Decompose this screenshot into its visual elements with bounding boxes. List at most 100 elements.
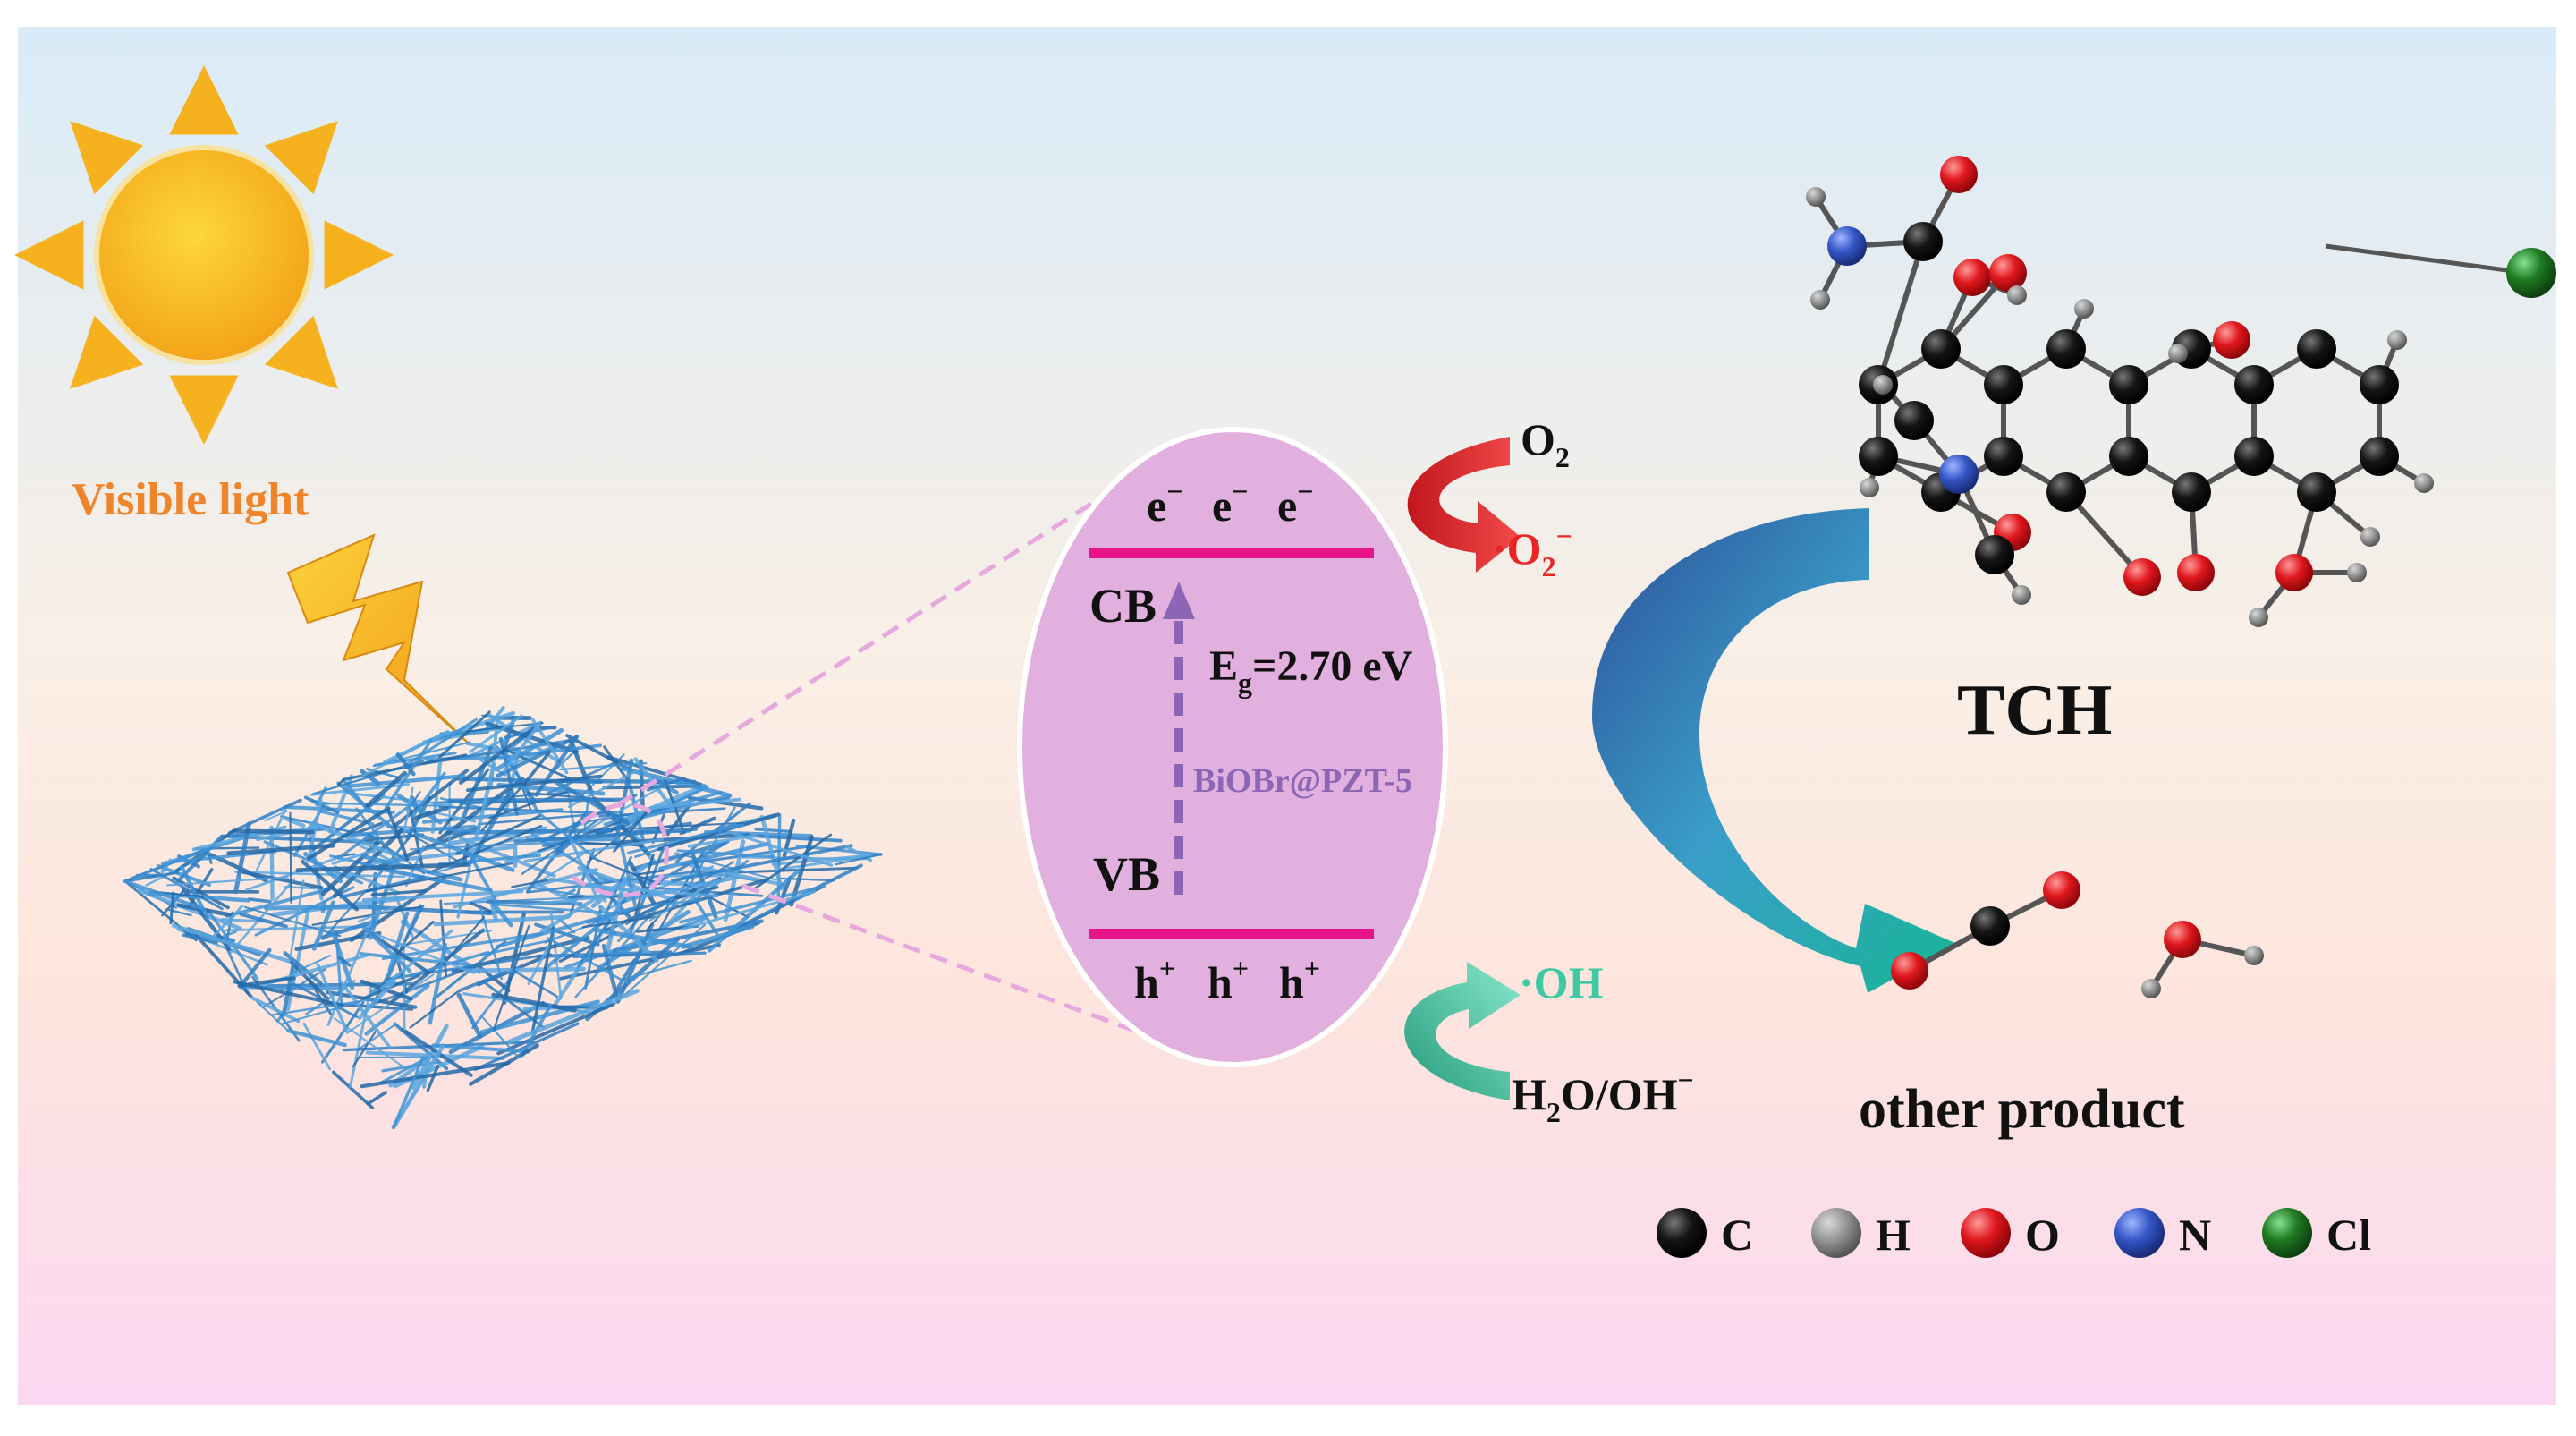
- tch-atom-h: [2360, 527, 2380, 547]
- tch-atom-h: [1860, 478, 1879, 497]
- tch-atom-c: [2234, 437, 2274, 476]
- band-gap-value: =2.70 eV: [1252, 642, 1413, 690]
- sun-icon: [14, 65, 394, 445]
- legend-swatch-o: [1961, 1208, 2011, 1258]
- tch-atom-c: [1921, 329, 1961, 369]
- nanofiber-strand: [467, 969, 584, 971]
- tch-atom-c: [2360, 437, 2399, 476]
- legend-label-h: H: [1876, 1210, 1911, 1260]
- legend-label-cl: Cl: [2326, 1210, 2371, 1260]
- tch-atom-c: [1984, 365, 2023, 404]
- tch-atom-h: [2347, 563, 2367, 582]
- tch-atom-o: [2123, 558, 2161, 596]
- tch-atom-c: [2360, 365, 2399, 404]
- vb-label: VB: [1093, 847, 1160, 901]
- tch-atom-n: [1827, 226, 1867, 266]
- tch-atom-h: [2168, 344, 2188, 363]
- nanofiber-strand: [449, 800, 621, 801]
- legend-label-o: O: [2025, 1210, 2060, 1260]
- nanofiber-strand: [323, 903, 325, 912]
- legend-swatch-h: [1811, 1208, 1861, 1258]
- tch-atom-h: [1873, 375, 1893, 395]
- material-label: BiOBr@PZT-5: [1193, 762, 1412, 800]
- tch-atom-c: [2046, 472, 2086, 512]
- tch-atom-n: [1939, 455, 1979, 494]
- electron-2: e: [1212, 480, 1232, 531]
- tch-atom-h: [1810, 290, 1830, 310]
- tch-atom-c: [1859, 437, 1898, 476]
- hydroxyl-label: ·OH: [1519, 957, 1604, 1007]
- oxygen-symbol: O: [1521, 414, 1555, 464]
- superoxide-subscript: 2: [1542, 550, 1556, 582]
- tch-atom-c: [2172, 472, 2211, 512]
- water-hydroxide-label: H2O/OH−: [1512, 1064, 1694, 1128]
- tch-atom-h: [2387, 330, 2407, 350]
- hole-1-charge: +: [1159, 952, 1175, 984]
- tch-atom-c: [2109, 365, 2148, 404]
- tch-atom-c: [1903, 222, 1943, 261]
- legend-swatch-c: [1657, 1208, 1707, 1258]
- legend-swatch-n: [2114, 1208, 2165, 1258]
- water-rest: O/OH: [1561, 1069, 1678, 1119]
- tch-atom-h: [2074, 299, 2094, 319]
- electron-1-charge: −: [1166, 475, 1182, 507]
- tch-atom-c: [2109, 437, 2148, 476]
- legend-swatch-cl: [2262, 1208, 2312, 1258]
- tch-atom-c: [1894, 401, 1934, 440]
- band-gap-subscript: g: [1238, 667, 1252, 699]
- hole-1: h: [1134, 957, 1159, 1007]
- co2-atom-c: [1970, 906, 2010, 946]
- oxygen-subscript: 2: [1555, 441, 1570, 473]
- tch-atom-h: [1806, 187, 1826, 207]
- valence-band-line: [1089, 929, 1374, 939]
- electron-3-charge: −: [1297, 475, 1313, 507]
- tch-atom-c: [2046, 329, 2086, 369]
- tch-atom-c: [2297, 329, 2336, 369]
- nanofiber-strand: [291, 813, 292, 903]
- tch-atom-c: [2297, 472, 2336, 512]
- visible-light-label: Visible light: [72, 474, 309, 525]
- cb-label: CB: [1089, 579, 1157, 633]
- tch-atom-h: [2012, 585, 2031, 605]
- water-atom-h: [2244, 946, 2264, 965]
- tch-atom-c: [1984, 437, 2023, 476]
- co2-atom-o: [2043, 871, 2080, 909]
- co2-atom-o: [1891, 952, 1928, 990]
- water-subscript: 2: [1546, 1096, 1561, 1128]
- tch-atom-h: [2414, 473, 2434, 493]
- water-atom-h: [2141, 979, 2161, 998]
- superoxide-charge: −: [1556, 520, 1572, 552]
- electron-3: e: [1277, 480, 1297, 531]
- water-atom-o: [2164, 921, 2201, 958]
- legend-label-n: N: [2179, 1210, 2211, 1260]
- hole-3-charge: +: [1304, 952, 1320, 984]
- legend-label-c: C: [1721, 1210, 1753, 1260]
- tch-atom-o: [2275, 554, 2313, 591]
- tch-atom-o: [1953, 259, 1991, 296]
- tch-atom-o: [2177, 554, 2215, 591]
- conduction-band-line: [1089, 548, 1374, 558]
- tch-atom-o: [1989, 254, 2027, 292]
- other-product-label: other product: [1859, 1079, 2185, 1140]
- electron-1: e: [1147, 480, 1166, 531]
- tch-atom-h: [2007, 285, 2027, 305]
- superoxide-symbol: ·O: [1492, 523, 1542, 574]
- tch-atom-o: [2213, 321, 2250, 359]
- hole-2-charge: +: [1233, 952, 1249, 984]
- band-gap-symbol: E: [1209, 642, 1238, 690]
- hole-3: h: [1279, 957, 1304, 1007]
- tch-atom-c: [2234, 365, 2274, 404]
- tch-atom-c: [1975, 535, 2014, 574]
- tch-atom-h: [2249, 608, 2268, 627]
- hydroxide-charge: −: [1677, 1064, 1693, 1096]
- chloride-atom: [2506, 248, 2556, 298]
- nanofiber-strand: [234, 831, 313, 833]
- electron-2-charge: −: [1232, 475, 1248, 507]
- nanofiber-strand: [403, 939, 404, 1030]
- tch-atom-o: [1940, 156, 1978, 193]
- tch-label: TCH: [1957, 671, 2112, 750]
- water-h: H: [1512, 1069, 1546, 1119]
- hole-2: h: [1208, 957, 1233, 1007]
